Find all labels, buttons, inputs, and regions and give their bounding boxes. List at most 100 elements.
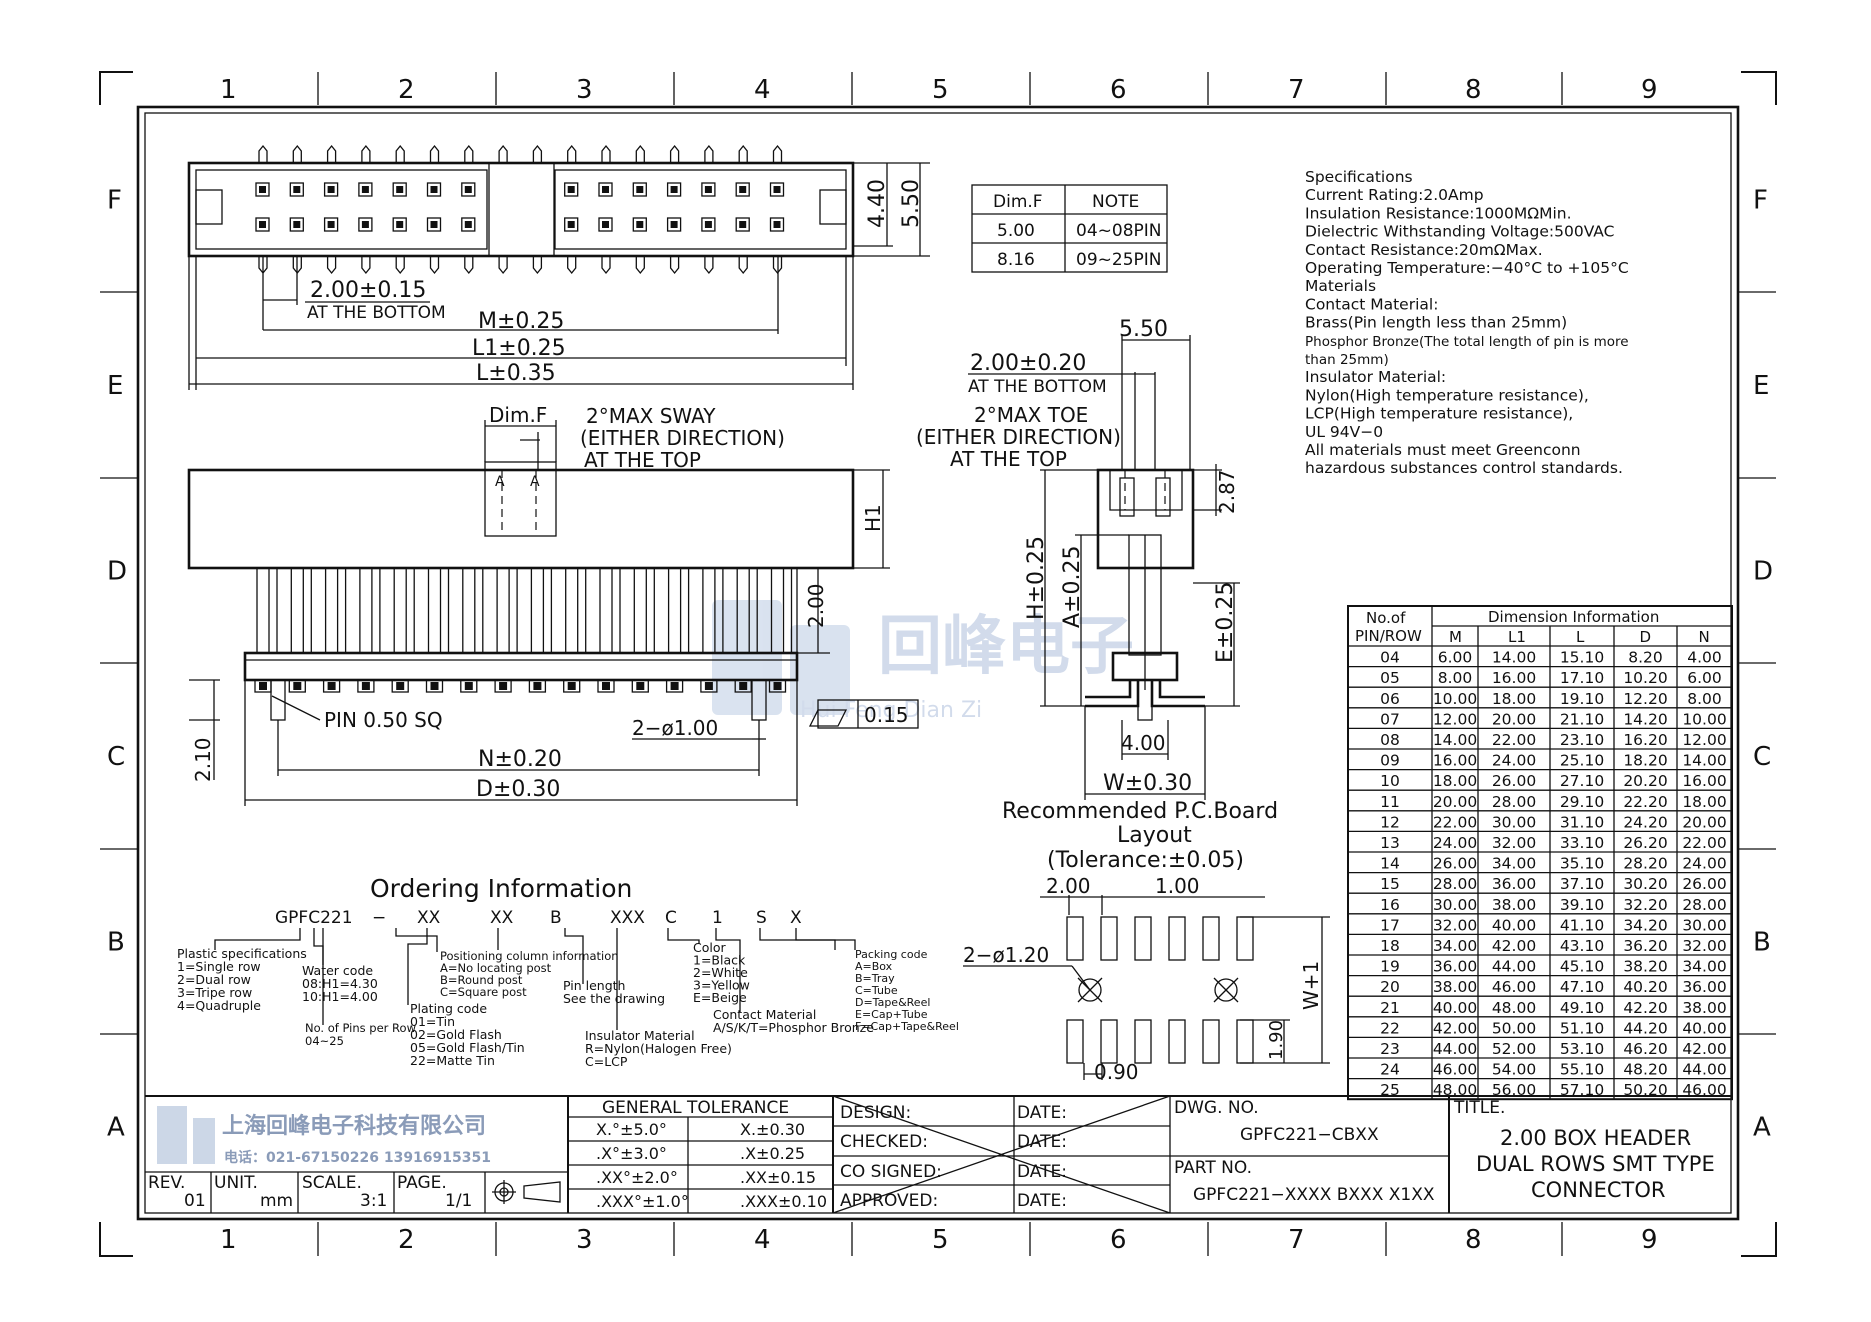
svg-text:A: A (530, 474, 540, 490)
col-number-bottom: 9 (1641, 1225, 1658, 1255)
pcb-title2: Layout (1117, 823, 1192, 848)
table-cell: 36.00 (1682, 978, 1726, 996)
spec-line: All materials must meet Greenconn (1305, 441, 1581, 459)
table-cell: 4.00 (1687, 649, 1722, 667)
col-number-bottom: 1 (220, 1225, 237, 1255)
table-cell: 24.00 (1492, 752, 1536, 770)
rev-label: REV. (148, 1173, 185, 1193)
spec-line: Phosphor Bronze(The total length of pin … (1305, 334, 1629, 350)
table-cell: 36.00 (1433, 958, 1477, 976)
table-cell: 34.00 (1492, 855, 1536, 873)
ordering-pin-length: See the drawing (563, 991, 665, 1006)
ordering-pin-length: Pin length (563, 978, 625, 993)
col-number-bottom: 6 (1110, 1225, 1127, 1255)
ordering-title: Ordering Information (370, 874, 632, 903)
table-cell: 54.00 (1492, 1061, 1536, 1079)
table-cell: 16.20 (1623, 731, 1667, 749)
table-cell: 30.00 (1433, 896, 1477, 914)
table-cell: 19 (1380, 958, 1400, 976)
ordering-packing: D=Tape&Reel (855, 996, 930, 1009)
approved-label: APPROVED: (840, 1191, 938, 1211)
ordering-insulator: C=LCP (585, 1054, 628, 1069)
table-cell: 32.20 (1623, 896, 1667, 914)
table-cell: 23.10 (1560, 731, 1604, 749)
ordering-plastic: 2=Dual row (177, 972, 251, 987)
dim-f-table: Dim.F NOTE 5.00 04~08PIN 8.16 09~25PIN (971, 184, 1168, 273)
title-label: TITLE. (1453, 1098, 1505, 1118)
col-number-bottom: 5 (932, 1225, 949, 1255)
holes-label: 2−ø1.00 (632, 716, 718, 740)
table-cell: 18.00 (1492, 690, 1536, 708)
ordering-pins: 04~25 (305, 1034, 344, 1048)
table-cell: 41.10 (1560, 916, 1604, 934)
row-letter-left: E (107, 371, 123, 401)
ordering-insulator: R=Nylon(Halogen Free) (585, 1041, 732, 1056)
table-cell: 20 (1380, 978, 1400, 996)
table-cell: 22 (1380, 1019, 1400, 1037)
table-cell: 10.00 (1433, 690, 1477, 708)
table-cell: 40.20 (1623, 978, 1667, 996)
col-number-top: 2 (398, 75, 415, 105)
table-cell: 33.10 (1560, 834, 1604, 852)
spec-line: UL 94V−0 (1305, 423, 1383, 441)
table-cell: 6.00 (1438, 649, 1473, 667)
title-line3: CONNECTOR (1531, 1178, 1666, 1202)
table-cell: 50.20 (1623, 1081, 1667, 1099)
col-number-bottom: 2 (398, 1225, 415, 1255)
row-letter-left: D (107, 557, 127, 587)
pin-sq-label: PIN 0.50 SQ (324, 708, 443, 732)
table-cell: 28.20 (1623, 855, 1667, 873)
ordering-packing: E=Cap+Tube (855, 1008, 928, 1021)
col-number-bottom: 4 (754, 1225, 771, 1255)
col-number-top: 6 (1110, 75, 1127, 105)
table-cell: 16 (1380, 896, 1400, 914)
ordering-color: 2=White (693, 965, 748, 980)
dwg-label: DWG. NO. (1174, 1098, 1259, 1118)
ordering-code-part: 1 (712, 908, 723, 928)
pitch-label: 2.00±0.15 (310, 278, 426, 303)
title-line1: 2.00 BOX HEADER (1500, 1126, 1691, 1150)
projection-symbol (492, 1180, 561, 1204)
table-cell: 34.00 (1433, 937, 1477, 955)
ordering-plating: 05=Gold Flash/Tin (410, 1040, 525, 1055)
v-2-10: 2.10 (191, 737, 215, 782)
table-cell: 40.00 (1492, 916, 1536, 934)
row-letter-right: D (1753, 557, 1773, 587)
l-label: L±0.35 (476, 361, 556, 386)
scale-value: 3:1 (360, 1191, 387, 1211)
row-letter-left: F (107, 186, 122, 216)
table-cell: 14.00 (1492, 649, 1536, 667)
company-logo (157, 1106, 215, 1164)
table-cell: 42.20 (1623, 999, 1667, 1017)
ordering-positioning: Positioning column information (440, 949, 619, 963)
side-2-87: 2.87 (1215, 469, 1239, 514)
spec-line: LCP(High temperature resistance), (1305, 405, 1573, 423)
table-cell: 42.00 (1682, 1040, 1726, 1058)
side-pitch-note: AT THE BOTTOM (968, 377, 1107, 397)
table-cell: 28.00 (1682, 896, 1726, 914)
ordering-packing: F=Cap+Tape&Reel (855, 1020, 959, 1033)
table-cell: 48.20 (1623, 1061, 1667, 1079)
row-letter-right: A (1753, 1113, 1771, 1143)
spec-line: Contact Material: (1305, 295, 1438, 313)
table-col-header: M (1449, 628, 1462, 646)
table-header-left2: PIN/ROW (1355, 627, 1422, 645)
pcb-pitch: 2.00 (1046, 874, 1091, 898)
table-cell: 05 (1380, 669, 1400, 687)
table-cell: 18.00 (1682, 793, 1726, 811)
table-title: Dimension Information (1488, 608, 1659, 626)
table-cell: 26.00 (1682, 875, 1726, 893)
tolerance-linear: X.±0.30 (740, 1120, 805, 1139)
table-cell: 14.00 (1433, 731, 1477, 749)
table-cell: 8.00 (1687, 690, 1722, 708)
ordering-code-part: XXX (610, 908, 645, 928)
table-cell: 48.00 (1433, 1081, 1477, 1099)
table-cell: 39.10 (1560, 896, 1604, 914)
pcb-title1: Recommended P.C.Board (1002, 799, 1278, 824)
svg-text:A: A (495, 474, 505, 490)
table-cell: 37.10 (1560, 875, 1604, 893)
table-cell: 25 (1380, 1081, 1400, 1099)
